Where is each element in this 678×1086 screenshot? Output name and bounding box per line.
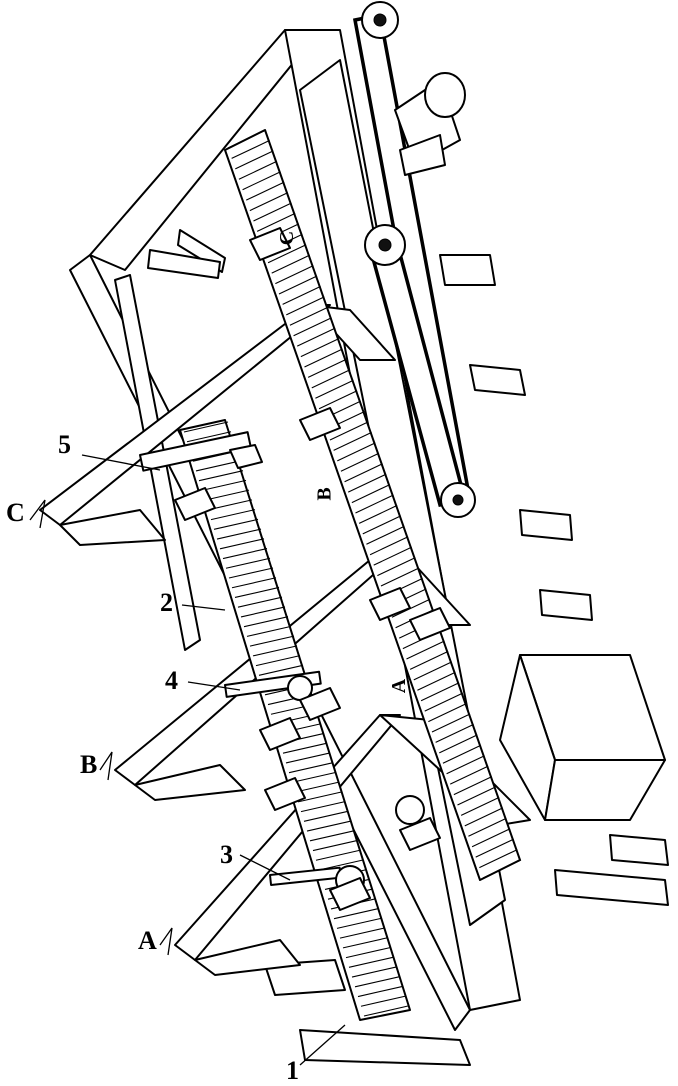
motor	[395, 73, 465, 175]
part-label-5: 5	[58, 432, 71, 458]
part-label-4: 4	[165, 668, 178, 694]
inline-label-b: B	[315, 487, 335, 500]
hopper	[500, 655, 665, 820]
section-label-c: C	[6, 500, 25, 526]
part-label-2: 2	[160, 590, 173, 616]
part-label-1: 1	[286, 1058, 299, 1084]
inline-label-a: A	[389, 679, 409, 693]
part-label-3: 3	[220, 842, 233, 868]
section-label-a: A	[138, 928, 157, 954]
inline-label-c: C	[277, 231, 297, 245]
section-label-b: B	[80, 752, 97, 778]
